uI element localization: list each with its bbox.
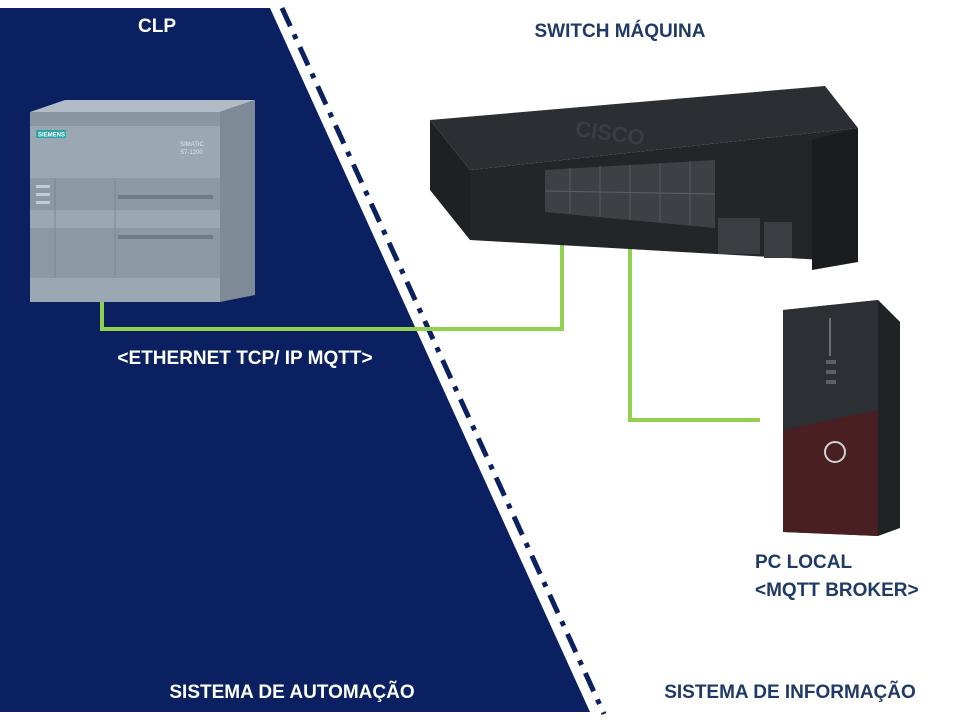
cable-switch-pc (628, 240, 760, 422)
plc-model-line2: S7-1200 (180, 150, 203, 156)
zone-divider (279, 6, 607, 716)
switch-device: CISCO (430, 86, 858, 270)
pc-front-grille (783, 410, 878, 536)
switch-label: SWITCH MÁQUINA (535, 20, 706, 42)
connection-label: <ETHERNET TCP/ IP MQTT> (117, 348, 372, 369)
plc-led-row (36, 185, 50, 204)
pc-dell-logo (824, 441, 846, 463)
pc-tower (783, 300, 900, 536)
plc-device: SIEMENS SIMATIC S7-1200 (30, 100, 255, 302)
information-zone-label: SISTEMA DE INFORMAÇÃO (664, 681, 916, 703)
plc-brand: SIEMENS (38, 133, 65, 139)
switch-port-block (544, 160, 716, 228)
plc-model-line1: SIMATIC (180, 142, 205, 148)
plc-label: CLP (138, 16, 176, 37)
cable-plc-switch (100, 240, 564, 331)
automation-zone-label: SISTEMA DE AUTOMAÇÃO (169, 681, 414, 703)
pc-label-line2: <MQTT BROKER> (755, 580, 919, 601)
plc-brand-strip (36, 130, 66, 138)
pc-label-line1: PC LOCAL (755, 552, 853, 573)
